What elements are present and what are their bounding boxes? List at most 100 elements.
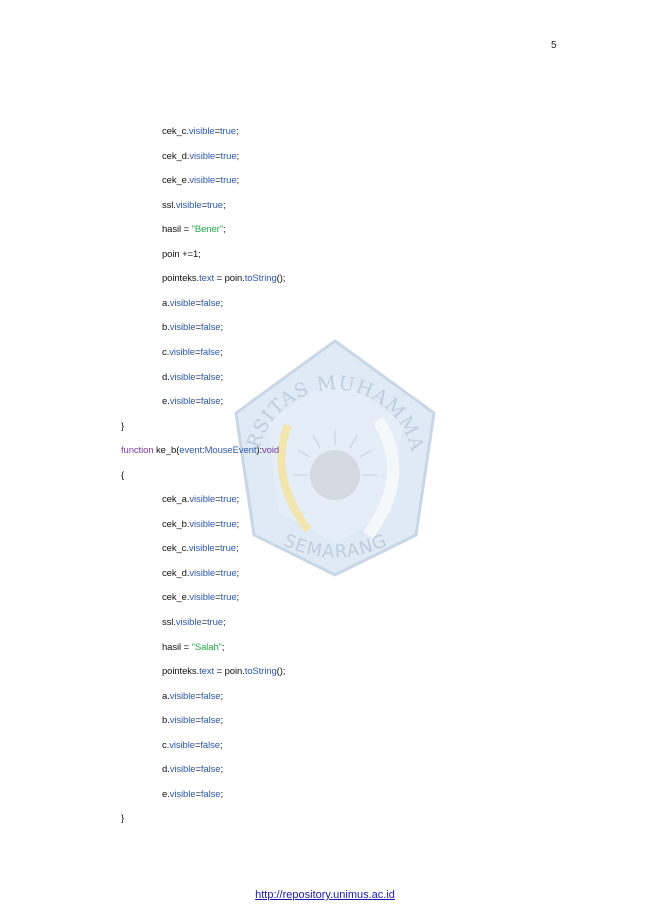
code-token: e. [162, 788, 170, 800]
code-token: { [121, 469, 125, 481]
code-token: a. [162, 297, 170, 309]
code-token: = [201, 617, 208, 628]
code-token: text [199, 666, 215, 678]
code-token: } [121, 813, 125, 825]
code-token: a. [162, 690, 170, 702]
code-token: poin +=1; [162, 248, 201, 260]
code-token: ; [236, 126, 239, 137]
code-line: poin +=1; [162, 249, 201, 261]
code-token: visible [188, 543, 215, 555]
code-token: visible [189, 518, 216, 530]
code-token: ; [219, 739, 223, 751]
code-line: cek_d.visible=true; [162, 568, 239, 580]
code-token: ; [220, 788, 224, 800]
code-token: d. [162, 764, 170, 776]
code-token: void [262, 445, 280, 457]
code-token: visible [169, 346, 195, 358]
code-token: false [200, 322, 221, 334]
code-line: e.visible=false; [162, 789, 223, 801]
code-token: visible [189, 567, 216, 579]
code-token: = [215, 494, 221, 506]
code-token: false [200, 371, 221, 383]
code-token: = poin. [214, 666, 245, 678]
code-token: visible [189, 175, 216, 187]
code-token: ; [236, 494, 240, 506]
code-line: cek_c.visible=true; [162, 543, 239, 555]
code-line: b.visible=false; [162, 322, 223, 334]
code-token: "Bener" [191, 224, 224, 236]
code-token: text [199, 273, 215, 285]
code-token: visible [169, 764, 196, 776]
code-token: cek_a. [162, 494, 190, 506]
code-token: ): [256, 445, 263, 457]
university-seal-icon: UNIVERSITAS MUHAMMADIYAH SEMARANG [228, 335, 436, 577]
code-token: visible [169, 396, 196, 408]
code-token: true [207, 199, 223, 211]
code-token: ; [220, 764, 224, 776]
code-token: visible [169, 690, 196, 702]
code-token: ; [236, 592, 240, 604]
code-token: cek_e. [162, 175, 190, 187]
page-number: 5 [551, 40, 557, 51]
code-token: = [195, 396, 201, 408]
code-token: (); [276, 666, 286, 678]
code-token: toString [244, 273, 277, 285]
code-token: = [215, 150, 221, 162]
code-token: = [195, 788, 201, 800]
code-token: pointeks. [162, 273, 200, 285]
code-line: b.visible=false; [162, 715, 223, 727]
code-token: false [200, 715, 221, 727]
code-token: = [215, 175, 221, 187]
code-token: true [220, 592, 237, 604]
code-line: pointeks.text = poin.toString(); [162, 273, 285, 285]
code-token: false [200, 739, 220, 751]
code-token: ; [220, 690, 224, 702]
code-line: e.visible=false; [162, 396, 223, 408]
code-line: c.visible=false; [162, 739, 223, 752]
code-line: } [121, 813, 124, 825]
code-token: (); [276, 273, 286, 285]
repository-link[interactable]: http://repository.unimus.ac.id [255, 889, 395, 901]
code-token: = [195, 371, 201, 383]
code-token: : [202, 445, 205, 457]
code-token: visible [189, 150, 216, 162]
code-token: b. [162, 322, 170, 334]
code-token: visible [175, 617, 202, 628]
code-line: ssl.visible=true; [162, 200, 226, 212]
code-token: visible [169, 739, 195, 751]
code-token: c. [162, 346, 170, 358]
code-token: true [220, 567, 237, 579]
code-line: hasil = "Bener"; [162, 224, 226, 236]
code-token: d. [162, 371, 170, 383]
code-token: ; [221, 641, 225, 653]
code-token: hasil = [162, 641, 192, 653]
code-token: visible [169, 322, 196, 334]
code-token: true [220, 126, 236, 137]
code-line: a.visible=false; [162, 298, 223, 310]
code-token: true [220, 175, 237, 187]
code-token: cek_c. [162, 126, 189, 137]
code-token: ; [222, 224, 226, 236]
code-line: { [121, 470, 124, 482]
code-token: cek_c. [162, 543, 189, 555]
code-token: visible [169, 788, 196, 800]
code-token: = [201, 199, 208, 211]
code-token: ; [236, 543, 239, 555]
code-token: c. [162, 739, 170, 751]
code-token: visible [169, 715, 196, 727]
code-line: function ke_b(event:MouseEvent):void [121, 445, 279, 457]
code-token: = [194, 346, 201, 358]
code-token: false [200, 764, 221, 776]
code-line: ssl.visible=true; [162, 617, 226, 629]
code-token: false [200, 788, 221, 800]
code-token: = [215, 518, 221, 530]
code-token: toString [244, 666, 277, 678]
code-token: = [195, 297, 201, 309]
code-token: = [215, 567, 221, 579]
code-line: d.visible=false; [162, 372, 223, 384]
code-token: visible [169, 371, 196, 383]
code-token: ke_b( [153, 445, 180, 457]
code-line: cek_d.visible=true; [162, 151, 239, 163]
code-token: visible [189, 494, 216, 506]
code-token: ; [220, 371, 224, 383]
